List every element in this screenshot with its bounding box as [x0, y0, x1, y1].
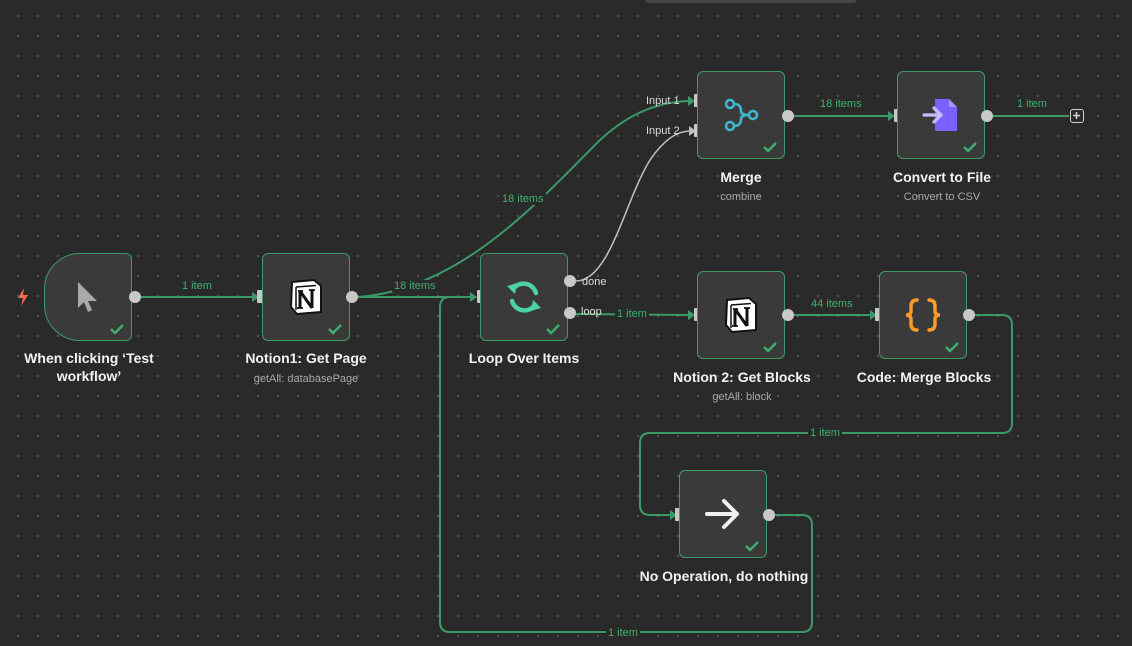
edge-label-code-noop: 1 item: [808, 427, 842, 439]
node-title-notion2: Notion 2: Get Blocks: [673, 369, 811, 385]
node-trigger[interactable]: [44, 253, 132, 341]
output-port[interactable]: [763, 509, 775, 521]
top-toolbar-edge: [645, 0, 857, 3]
edge-label-merge-convert: 18 items: [818, 98, 864, 110]
success-check-icon: [546, 324, 560, 335]
arrowhead: [688, 310, 695, 320]
output-port[interactable]: [346, 291, 358, 303]
edge-label-trigger-notion1: 1 item: [180, 280, 214, 292]
input-port[interactable]: [257, 290, 264, 303]
code-braces-icon: [905, 298, 941, 332]
success-check-icon: [763, 142, 777, 153]
arrowhead: [870, 310, 877, 320]
arrowhead: [688, 96, 695, 106]
output-port[interactable]: [782, 110, 794, 122]
edge-label-loop-merge: 18 items: [500, 193, 546, 205]
node-title-merge: Merge: [720, 169, 762, 185]
edge-label-notion1-loop: 18 items: [392, 280, 438, 292]
edge-loop-done-merge-input2[interactable]: [575, 130, 691, 282]
node-notion1[interactable]: [262, 253, 350, 341]
output-port[interactable]: [782, 309, 794, 321]
edge-label-loop-notion2: 1 item: [615, 308, 649, 320]
node-code[interactable]: [879, 271, 967, 359]
node-title-loop: Loop Over Items: [468, 350, 580, 366]
plus-icon: [1073, 112, 1080, 119]
trigger-bolt-icon: [18, 288, 28, 306]
edge-label-noop-loop: 1 item: [606, 627, 640, 639]
add-node-button[interactable]: [1070, 109, 1084, 123]
success-check-icon: [745, 541, 759, 552]
node-title-code: Code: Merge Blocks: [856, 369, 992, 385]
success-check-icon: [945, 342, 959, 353]
node-subtitle-convert: Convert to CSV: [903, 191, 981, 203]
input-port[interactable]: [675, 508, 682, 521]
merge-icon: [724, 98, 759, 132]
node-loop[interactable]: [480, 253, 568, 341]
node-title-trigger: When clicking ‘Test workflow’: [24, 350, 154, 384]
arrow-right-icon: [705, 499, 739, 529]
arrowhead: [470, 292, 477, 302]
port-label-done: done: [582, 276, 607, 288]
input-port[interactable]: [875, 308, 882, 321]
node-subtitle-merge: combine: [720, 191, 762, 203]
output-port[interactable]: [981, 110, 993, 122]
arrowhead: [670, 510, 677, 520]
node-noop[interactable]: [679, 470, 767, 558]
success-check-icon: [963, 142, 977, 153]
edge-label-notion2-code: 44 items: [809, 298, 855, 310]
node-subtitle-notion2: getAll: block: [712, 391, 772, 403]
edge-label-convert-out: 1 item: [1015, 98, 1049, 110]
success-check-icon: [328, 324, 342, 335]
port-label-input2: Input 2: [646, 125, 680, 137]
port-label-loop: loop: [581, 306, 602, 318]
success-check-icon: [110, 324, 124, 335]
arrowhead: [888, 111, 895, 121]
edge-loop-merge-input1[interactable]: [357, 100, 689, 298]
node-merge[interactable]: [697, 71, 785, 159]
port-label-input1: Input 1: [646, 95, 680, 107]
arrowhead: [689, 126, 696, 136]
node-title-noop: No Operation, do nothing: [639, 568, 809, 584]
notion-icon: [724, 296, 757, 334]
cursor-icon: [78, 282, 97, 312]
arrowhead: [252, 292, 259, 302]
node-subtitle-notion1: getAll: databasePage: [253, 373, 359, 385]
notion-icon: [289, 278, 322, 316]
loop-icon: [507, 281, 541, 313]
node-convert[interactable]: [897, 71, 985, 159]
output-port-loop[interactable]: [564, 307, 576, 319]
file-convert-icon: [922, 99, 957, 131]
node-title-notion1: Notion1: Get Page: [245, 350, 367, 366]
success-check-icon: [763, 342, 777, 353]
output-port-done[interactable]: [564, 275, 576, 287]
node-title-convert: Convert to File: [892, 169, 991, 185]
output-port[interactable]: [963, 309, 975, 321]
node-notion2[interactable]: [697, 271, 785, 359]
output-port[interactable]: [129, 291, 141, 303]
